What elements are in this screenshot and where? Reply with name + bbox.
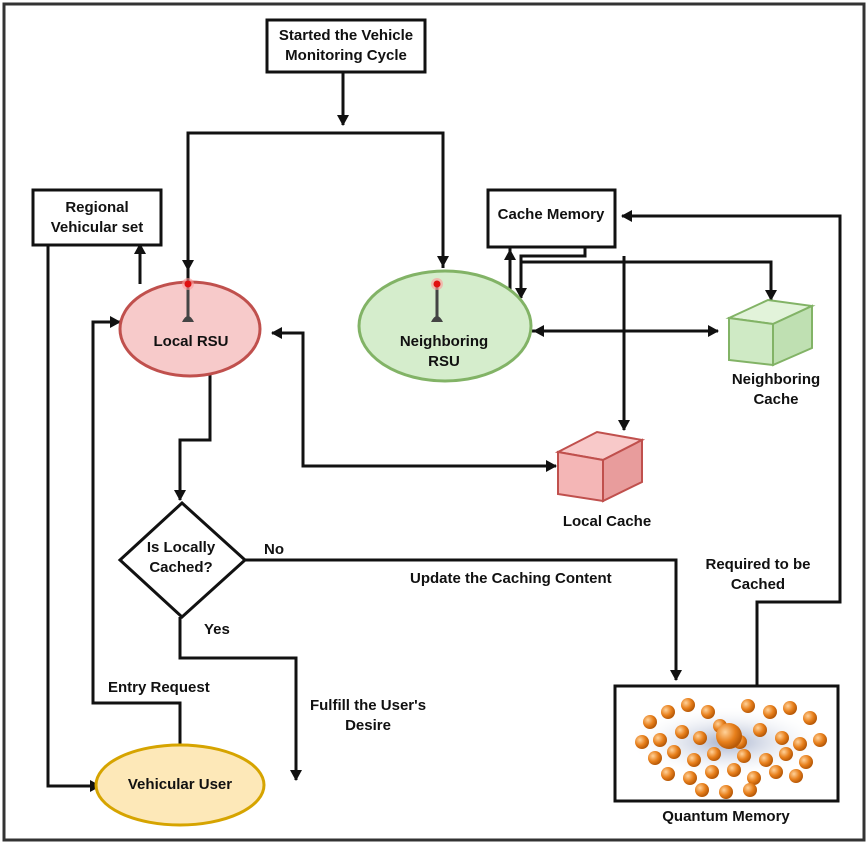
quantum-atom [687, 753, 701, 767]
cache-memory-label: Cache Memory [497, 206, 605, 223]
start-box [265, 18, 427, 74]
required-cached-line1: Required to be [705, 556, 811, 573]
quantum-atom [693, 731, 707, 745]
edge-split [186, 131, 445, 300]
quantum-atom [753, 723, 767, 737]
neighboring-cache-label-line1: Neighboring [731, 371, 821, 388]
edge-entry-request [91, 316, 182, 745]
start-label-line2: Monitoring Cycle [285, 47, 407, 64]
quantum-atom [705, 765, 719, 779]
quantum-memory-label: Quantum Memory [662, 808, 790, 825]
neighboring-cache-cube [725, 298, 816, 367]
start-label-line1: Started the Vehicle [278, 27, 414, 44]
quantum-atom [779, 747, 793, 761]
local-cache-label: Local Cache [562, 513, 652, 530]
required-cached-line2: Cached [730, 576, 786, 593]
quantum-atoms [635, 698, 827, 799]
local-rsu-label: Local RSU [153, 333, 229, 350]
edge-rsu-to-decision [174, 375, 212, 501]
quantum-atom [653, 733, 667, 747]
quantum-atom [667, 745, 681, 759]
neighboring-cache-label: Neighboring Cache [732, 370, 820, 410]
fulfill-label-line2: Desire [345, 717, 391, 734]
quantum-atom [707, 747, 721, 761]
quantum-core-atom [716, 723, 742, 749]
regional-label-line1: Regional [65, 199, 129, 216]
quantum-atom [775, 731, 789, 745]
no-label: No [264, 541, 284, 558]
quantum-atom [789, 769, 803, 783]
quantum-atom [681, 698, 695, 712]
edge-cache-mem-to-nrsu [515, 248, 587, 299]
regional-box [31, 188, 163, 247]
vehicular-user-label: Vehicular User [127, 776, 233, 793]
quantum-atom [737, 749, 751, 763]
regional-label-line2: Vehicular set [50, 219, 144, 236]
quantum-atom [648, 751, 662, 765]
quantum-atom [695, 783, 709, 797]
fulfill-label: Fulfill the User's Desire [310, 696, 426, 736]
quantum-atom [799, 755, 813, 769]
decision-diamond [117, 500, 248, 620]
required-cached-label: Required to be Cached [705, 555, 810, 595]
decision-label-line1: Is Locally [146, 539, 216, 556]
edge-no-to-quantum [245, 558, 682, 681]
quantum-atom [769, 765, 783, 779]
entry-request-label: Entry Request [108, 679, 210, 696]
vehicular-user-ellipse [94, 743, 266, 827]
quantum-atom [793, 737, 807, 751]
edge-cache-mem-to-ncache [521, 260, 777, 301]
quantum-atom [675, 725, 689, 739]
quantum-atom [661, 705, 675, 719]
neighboring-rsu-label-line1: Neighboring [399, 333, 489, 350]
decision-label-line2: Cached? [149, 559, 213, 576]
quantum-atom [747, 771, 761, 785]
start-label: Started the Vehicle Monitoring Cycle [279, 26, 413, 66]
neighboring-rsu-antenna-icon [431, 278, 443, 322]
quantum-atom [635, 735, 649, 749]
quantum-atom [803, 711, 817, 725]
quantum-atom [701, 705, 715, 719]
quantum-atom [643, 715, 657, 729]
local-cache-cube [554, 430, 646, 503]
local-rsu-antenna-icon [182, 278, 194, 322]
quantum-atom [759, 753, 773, 767]
regional-label: Regional Vehicular set [51, 198, 144, 238]
cache-memory-box [486, 188, 617, 249]
neighboring-rsu-label: Neighboring RSU [400, 332, 488, 372]
quantum-atom [661, 767, 675, 781]
edge-quantum-to-cache-mem [621, 210, 842, 686]
local-rsu-ellipse [118, 280, 262, 378]
edge-yes-to-user [178, 617, 302, 781]
neighboring-cache-label-line2: Cache [753, 391, 799, 408]
quantum-atom [783, 701, 797, 715]
edge-regional-to-user [46, 245, 101, 792]
quantum-atom [727, 763, 741, 777]
yes-label: Yes [204, 621, 230, 638]
update-caching-label: Update the Caching Content [410, 570, 612, 587]
neighboring-rsu-label-line2: RSU [428, 353, 460, 370]
quantum-atom [741, 699, 755, 713]
edges [46, 72, 842, 792]
quantum-atom [813, 733, 827, 747]
neighboring-rsu-ellipse [357, 269, 533, 383]
decision-label: Is Locally Cached? [147, 538, 215, 578]
fulfill-label-line1: Fulfill the User's [309, 697, 427, 714]
quantum-atom [719, 785, 733, 799]
quantum-atom [743, 783, 757, 797]
quantum-atom [763, 705, 777, 719]
quantum-atom [683, 771, 697, 785]
